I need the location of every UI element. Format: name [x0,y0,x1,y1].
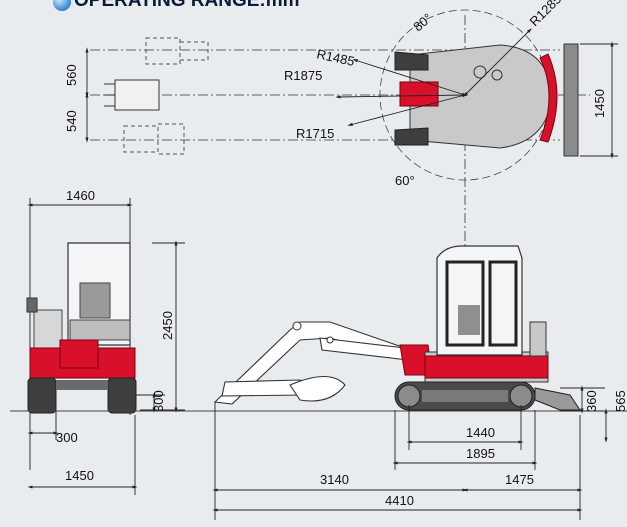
bucket-center-top [104,79,160,111]
plan-view: R1485 R1875 R1285 R1715 80° 60° 560 540 … [64,0,618,410]
side-blade-reach: 565 [613,390,627,412]
blade-top [563,43,579,157]
side-upper-red [424,355,549,379]
side-bucket [289,375,346,402]
angle-right: 60° [395,173,415,188]
side-track-length: 1895 [466,446,495,461]
blade-width: 1450 [592,89,607,118]
side-blade-height: 360 [584,390,599,412]
title-bullet-icon [53,0,71,11]
ghost-bucket-left [145,37,209,65]
front-track-width: 300 [56,430,78,445]
radius-rear-swing: R1285 [527,0,565,29]
front-track-gauge: 1450 [65,468,94,483]
side-tumbler-distance: 1440 [466,425,495,440]
offset-left: 560 [64,64,79,86]
side-front-length: 3140 [320,472,349,487]
radius-front-min: R1875 [284,68,322,83]
diagram-title: OPERATING RANGE:mm [74,0,300,11]
front-overall-width: 1460 [66,188,95,203]
side-view: 360 565 1440 1895 3140 1475 4410 [212,245,627,520]
offset-right: 540 [64,110,79,132]
front-overall-height: 2450 [160,311,175,340]
front-ground-clearance: 300 [151,390,166,412]
radius-side: R1715 [296,126,334,141]
angle-left: 80° [410,10,435,34]
machine-top-body [394,44,558,149]
side-overall-length: 4410 [385,493,414,508]
side-blade [534,387,581,411]
ghost-bucket-right [123,123,185,155]
side-rear-length: 1475 [505,472,534,487]
front-view: 1460 2450 300 300 1450 [26,188,185,495]
